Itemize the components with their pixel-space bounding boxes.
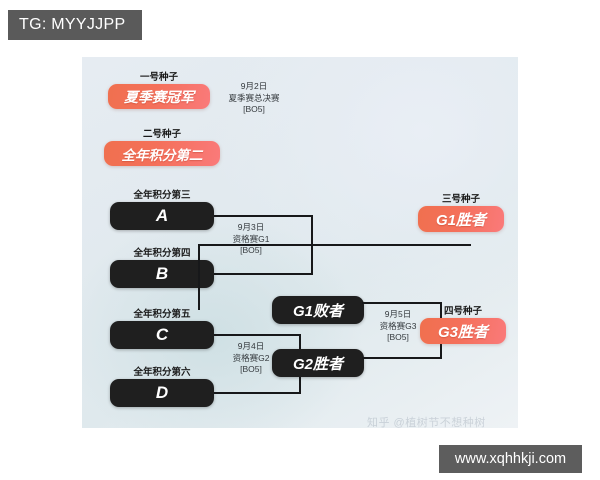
team-c-caption: 全年积分第五 bbox=[133, 309, 191, 320]
tournament-bracket-diagram: 一号种子 夏季赛冠军 二号种子 全年积分第二 9月2日 夏季赛总决赛 [BO5]… bbox=[82, 57, 518, 428]
bracket-line-a-out bbox=[214, 215, 313, 217]
match-g2-date: 9月4日 bbox=[237, 341, 265, 351]
team-a-caption: 全年积分第三 bbox=[133, 190, 191, 201]
seed-1-caption: 一号种子 bbox=[139, 72, 178, 83]
seed-2-caption: 二号种子 bbox=[142, 129, 181, 140]
match-g1-stage: 资格赛G1 bbox=[232, 233, 270, 244]
match-g3-stage: 资格赛G3 bbox=[379, 320, 417, 331]
team-d-caption: 全年积分第六 bbox=[133, 367, 191, 378]
seed-3-caption: 三号种子 bbox=[441, 194, 480, 205]
match-final-date: 9月2日 bbox=[240, 81, 268, 91]
match-g2-stage: 资格赛G2 bbox=[232, 352, 270, 363]
team-b-caption: 全年积分第四 bbox=[133, 248, 191, 259]
seed-1-node[interactable]: 夏季赛冠军 bbox=[108, 84, 210, 109]
match-g1-format: [BO5] bbox=[240, 245, 262, 256]
seed-2-node[interactable]: 全年积分第二 bbox=[104, 141, 220, 166]
match-g2-info: 9月4日 资格赛G2 [BO5] bbox=[216, 341, 286, 376]
match-g2-format: [BO5] bbox=[240, 364, 262, 375]
bracket-line-g2winner-out bbox=[362, 357, 442, 359]
result-g1-loser-node[interactable]: G1败者 bbox=[272, 296, 364, 324]
team-a-node[interactable]: A bbox=[110, 202, 214, 230]
bracket-line-b-out bbox=[214, 273, 313, 275]
match-g1-info: 9月3日 资格赛G1 [BO5] bbox=[216, 222, 286, 257]
match-g3-info: 9月5日 资格赛G3 [BO5] bbox=[363, 309, 433, 344]
team-c-node[interactable]: C bbox=[110, 321, 214, 349]
match-g3-date: 9月5日 bbox=[384, 309, 412, 319]
seed-4-caption: 四号种子 bbox=[443, 306, 482, 317]
seed-3-node[interactable]: G1胜者 bbox=[418, 206, 504, 232]
site-watermark: www.xqhhkji.com bbox=[439, 445, 582, 473]
zhihu-watermark: 知乎 @植树节不想种树 bbox=[367, 417, 486, 428]
bracket-line-g1-loser-out bbox=[198, 244, 313, 246]
telegram-watermark: TG: MYYJJPP bbox=[8, 10, 142, 40]
match-g3-format: [BO5] bbox=[387, 332, 409, 343]
bracket-line-d-out bbox=[214, 392, 301, 394]
match-g1-date: 9月3日 bbox=[237, 222, 265, 232]
match-final-stage: 夏季赛总决赛 bbox=[228, 92, 280, 103]
bracket-line-g1-loser-drop bbox=[198, 244, 200, 310]
bracket-line-g1-winner bbox=[311, 244, 471, 246]
result-g2-winner-node[interactable]: G2胜者 bbox=[272, 349, 364, 377]
bracket-line-c-out bbox=[214, 334, 301, 336]
match-final-info: 9月2日 夏季赛总决赛 [BO5] bbox=[213, 81, 295, 116]
team-b-node[interactable]: B bbox=[110, 260, 214, 288]
bracket-line-g1loser-out bbox=[362, 302, 442, 304]
team-d-node[interactable]: D bbox=[110, 379, 214, 407]
seed-4-node[interactable]: G3胜者 bbox=[420, 318, 506, 344]
match-final-format: [BO5] bbox=[243, 104, 265, 115]
